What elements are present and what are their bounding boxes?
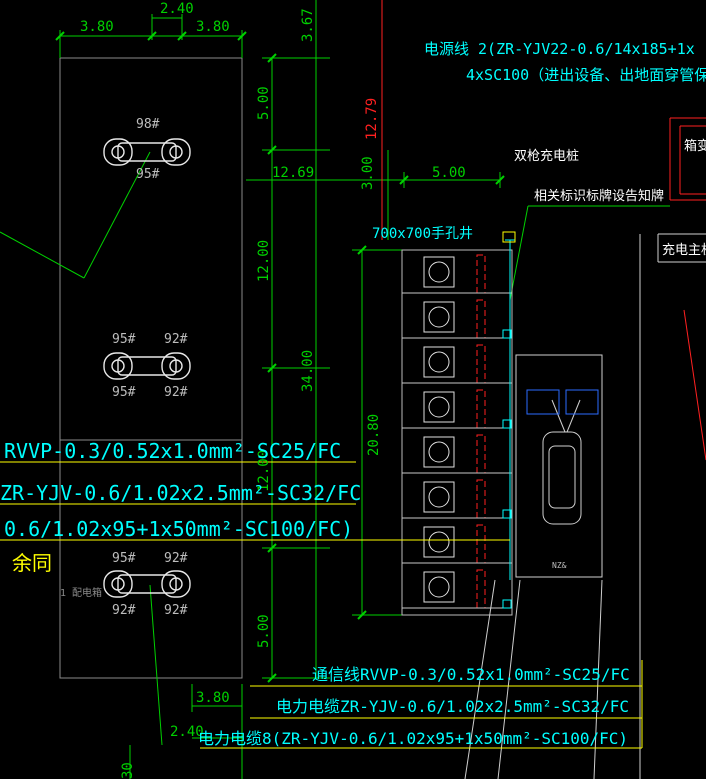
power-line-label-1: 电源线 2(ZR-YJV22-0.6/14x185+1x — [424, 40, 695, 58]
charger-slot — [402, 389, 512, 429]
pile-label: 95# — [136, 167, 160, 182]
cable-label-power-big-bottom: 电力电缆8(ZR-YJV-0.6/1.02x95+1x50mm²-SC100/F… — [198, 729, 628, 748]
pile-cap-1 — [103, 138, 191, 166]
charger-connection-point — [502, 509, 512, 519]
pile-label: 95# — [112, 551, 136, 566]
cable-label-power-small-left: ZR-YJV-0.6/1.02x2.5mm²-SC32/FC — [0, 481, 361, 505]
cable-label-power-small-bottom: 电力电缆ZR-YJV-0.6/1.02x2.5mm²-SC32/FC — [276, 697, 629, 716]
charger-symbol-box — [423, 256, 455, 288]
pile-label: 95# — [112, 385, 136, 400]
box-transformer-label: 箱变 — [684, 138, 706, 154]
red-reference-lines — [381, 0, 706, 240]
pile-label: 95# — [112, 332, 136, 347]
dim-12-79: 12.79 — [364, 98, 380, 140]
dim-3-00: 3.00 — [360, 156, 376, 190]
charger-slots — [402, 254, 512, 609]
parking-area — [464, 233, 706, 779]
small-note: 1 配电箱 — [60, 586, 102, 599]
pile-cap-2 — [103, 352, 191, 380]
pile-label: 92# — [164, 603, 188, 618]
pile-cap-3 — [103, 570, 191, 598]
charger-symbol-box — [423, 391, 455, 423]
dim-12-00-low: 12.00 — [256, 450, 272, 492]
charger-plug-icon — [428, 576, 450, 598]
dim-12-69: 12.69 — [272, 165, 314, 181]
charger-slot — [402, 524, 512, 564]
handhole-label: 700x700手孔井 — [372, 226, 473, 242]
charger-slot — [402, 254, 512, 294]
car-plate: NZ& — [552, 561, 567, 570]
pile-label: 92# — [164, 332, 188, 347]
dim-5-00-h: 5.00 — [432, 165, 466, 181]
charger-symbol-box — [423, 301, 455, 333]
pile-label: 92# — [112, 603, 136, 618]
charger-plug-icon — [428, 486, 450, 508]
dual-charger-label: 双枪充电桩 — [514, 148, 579, 164]
charger-slot — [402, 344, 512, 384]
cable-label-comm-left: RVVP-0.3/0.52x1.0mm²-SC25/FC — [4, 439, 341, 463]
pile-label: 98# — [136, 117, 160, 132]
dim-12-00: 12.00 — [256, 240, 272, 282]
pile-label: 92# — [164, 551, 188, 566]
dim-top-rise: 3.67 — [300, 8, 316, 42]
charger-connection-point — [502, 419, 512, 429]
charger-bay — [401, 249, 513, 616]
dim-bottom-left: 3.80 — [196, 690, 230, 706]
dim-top-mid: 2.40 — [160, 1, 194, 17]
building-outline — [59, 57, 243, 679]
dimension-ticks — [55, 31, 505, 683]
charger-plug-icon — [428, 306, 450, 328]
dim-5-top: 5.00 — [256, 86, 272, 120]
charger-symbol-box — [423, 571, 455, 603]
dim-5-bottom: 5.00 — [256, 614, 272, 648]
charger-slot — [402, 479, 512, 519]
charger-symbol-box — [423, 346, 455, 378]
charger-symbol-box — [423, 436, 455, 468]
dim-20-80: 20.80 — [366, 414, 382, 456]
dim-bottom-stub: 30 — [120, 762, 136, 779]
charger-cabinet-label: 充电主机 — [662, 242, 706, 258]
charger-connection-point — [502, 599, 512, 609]
cable-label-power-big-left: 0.6/1.02x95+1x50mm²-SC100/FC) — [4, 517, 353, 541]
red-diagonal — [683, 309, 706, 461]
cable-label-comm-bottom: 通信线RVVP-0.3/0.52x1.0mm²-SC25/FC — [312, 665, 630, 684]
power-line-label-2: 4xSC100（进出设备、出地面穿管保护) — [466, 66, 706, 84]
dim-34-00: 34.00 — [300, 350, 316, 392]
same-as-rest-label: 余同 — [12, 551, 52, 575]
charger-plug-icon — [428, 351, 450, 373]
pile-label: 92# — [164, 385, 188, 400]
charger-plug-icon — [428, 396, 450, 418]
charger-slot — [402, 569, 512, 609]
charger-plug-icon — [428, 531, 450, 553]
feeder-lines — [0, 231, 516, 580]
charger-symbol-box — [423, 526, 455, 558]
dim-top-left: 3.80 — [80, 19, 114, 35]
charger-connection-point — [502, 329, 512, 339]
charger-plug-icon — [428, 261, 450, 283]
charger-plug-icon — [428, 441, 450, 463]
sign-board-label: 相关标识标牌设告知牌 — [534, 188, 664, 204]
dim-top-right: 3.80 — [196, 19, 230, 35]
dim-bottom-mid: 2.40 — [170, 724, 204, 740]
charger-symbol-box — [423, 481, 455, 513]
charger-slot — [402, 299, 512, 339]
charger-slot — [402, 434, 512, 474]
